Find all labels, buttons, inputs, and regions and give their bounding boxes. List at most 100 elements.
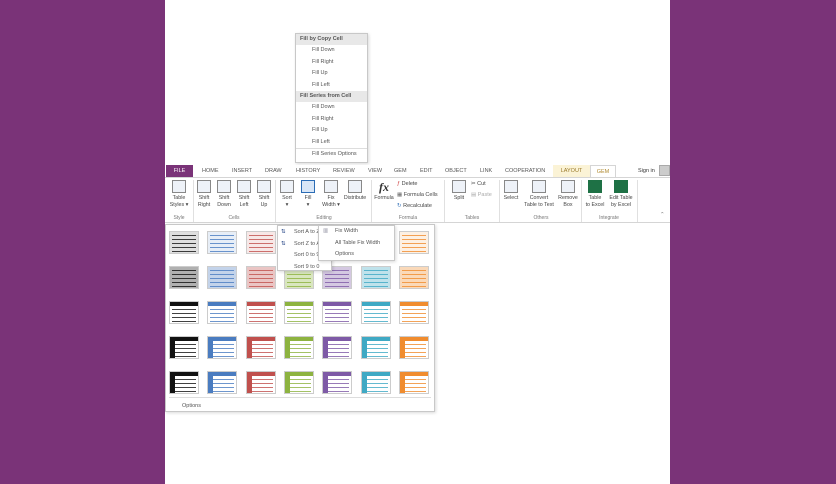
fill-series-options[interactable]: Fill Series Options (296, 148, 367, 160)
delete-formula-button[interactable]: ƒ Delete (397, 181, 418, 187)
row-line (210, 313, 235, 314)
sort-0-to-9[interactable]: Sort 0 to 9 (294, 252, 320, 258)
tab-home[interactable]: HOME (202, 168, 219, 174)
fix-width-icon: ▥ (323, 228, 329, 234)
formula-cells-button[interactable]: ▦ Formula Cells (397, 192, 438, 198)
recalculate-button[interactable]: ↻ Recalculate (397, 203, 432, 209)
row-line (325, 344, 350, 345)
table-style-thumbnail[interactable] (283, 336, 314, 359)
tab-cooperation[interactable]: COOPERATION (505, 168, 546, 174)
table-style-thumbnail[interactable] (169, 336, 199, 359)
sort-button[interactable]: Sort▾ (278, 180, 296, 208)
table-style-thumbnail[interactable] (207, 336, 238, 359)
table-style-thumbnail[interactable] (322, 301, 353, 324)
tab-gem[interactable]: GEM (394, 168, 407, 174)
fill-copy-up[interactable]: Fill Up (312, 70, 328, 76)
table-style-thumbnail[interactable] (169, 371, 199, 394)
tab-view[interactable]: VIEW (368, 168, 383, 174)
table-style-thumbnail[interactable] (169, 266, 199, 289)
tab-layout[interactable]: LAYOUT (553, 165, 590, 177)
table-style-thumbnail[interactable] (322, 266, 353, 289)
sort-9-to-0[interactable]: Sort 9 to 0 (294, 263, 320, 270)
avatar[interactable] (659, 165, 670, 176)
table-style-thumbnail[interactable] (207, 231, 238, 254)
table-style-thumbnail[interactable] (169, 301, 199, 324)
fill-copy-left[interactable]: Fill Left (312, 81, 330, 88)
cut-button[interactable]: ✂ Cut (471, 181, 486, 187)
tab-history[interactable]: HISTORY (296, 168, 321, 174)
tab-object[interactable]: OBJECT (445, 168, 467, 174)
fix-width-item[interactable]: ▥Fix Width (319, 226, 394, 238)
table-style-thumbnail[interactable] (169, 231, 199, 254)
table-style-thumbnail[interactable] (360, 371, 391, 394)
tab-gem-active[interactable]: GEM (590, 165, 616, 178)
tab-link[interactable]: LINK (480, 168, 493, 174)
distribute-button[interactable]: Distribute (342, 180, 368, 202)
row-line (401, 235, 426, 236)
table-style-thumbnail[interactable] (207, 371, 238, 394)
table-style-thumbnail[interactable] (283, 301, 314, 324)
row-line (363, 321, 388, 322)
collapse-ribbon-icon[interactable]: ⌃ (660, 212, 665, 218)
row-line (363, 344, 388, 345)
tab-review[interactable]: REVIEW (333, 168, 355, 174)
row-line (325, 387, 350, 388)
fill-copy-down[interactable]: Fill Down (312, 47, 335, 53)
shift-down-icon (217, 180, 231, 193)
table-style-thumbnail[interactable] (398, 231, 429, 254)
paste-button[interactable]: ▤ Paste (471, 192, 492, 198)
sort-a-to-z[interactable]: ⇅Sort A to Z (278, 227, 331, 239)
sort-z-to-a[interactable]: ⇅Sort Z to A (278, 239, 331, 251)
fill-series-right[interactable]: Fill Right (312, 115, 334, 122)
row-line (210, 321, 235, 322)
sign-in-link[interactable]: Sign in (638, 168, 655, 174)
tab-edit[interactable]: EDIT (420, 168, 433, 174)
table-style-thumbnail[interactable] (360, 266, 391, 289)
header-band (361, 337, 390, 341)
table-style-thumbnail[interactable] (207, 301, 238, 324)
label: Table (588, 195, 602, 201)
table-style-thumbnail[interactable] (207, 266, 238, 289)
tab-draw[interactable]: DRAW (265, 168, 282, 174)
table-style-thumbnail[interactable] (245, 336, 276, 359)
table-style-thumbnail[interactable] (360, 336, 391, 359)
table-style-thumbnail[interactable] (245, 231, 276, 254)
select-button[interactable]: Select (501, 180, 521, 202)
fill-series-left[interactable]: Fill Left (312, 138, 330, 145)
table-style-thumbnail[interactable] (360, 301, 391, 324)
table-style-thumbnail[interactable] (322, 336, 353, 359)
table-style-thumbnail[interactable] (245, 266, 276, 289)
table-style-thumbnail[interactable] (398, 371, 429, 394)
tab-file[interactable]: FILE (166, 165, 193, 177)
tab-insert[interactable]: INSERT (232, 168, 253, 174)
fix-width-options-item[interactable]: Options (335, 251, 354, 257)
split-button[interactable]: Split (449, 180, 469, 202)
fill-series-down[interactable]: Fill Down (312, 104, 335, 110)
fill-series-up[interactable]: Fill Up (312, 127, 328, 133)
all-table-fix-width-item[interactable]: All Table Fix Width (335, 239, 381, 246)
table-style-thumbnail[interactable] (398, 266, 429, 289)
fill-button[interactable]: Fill▾ (299, 180, 317, 208)
table-style-thumbnail[interactable] (245, 371, 276, 394)
label: Shift (218, 195, 230, 201)
table-style-thumbnail[interactable] (398, 336, 429, 359)
table-style-thumbnail[interactable] (245, 301, 276, 324)
table-style-thumbnail[interactable] (283, 266, 314, 289)
table-style-thumbnail[interactable] (322, 371, 353, 394)
table-style-thumbnail[interactable] (398, 301, 429, 324)
table-style-thumbnail[interactable] (283, 371, 314, 394)
fill-copy-right[interactable]: Fill Right (312, 58, 334, 65)
gallery-options[interactable]: Options (182, 403, 201, 409)
